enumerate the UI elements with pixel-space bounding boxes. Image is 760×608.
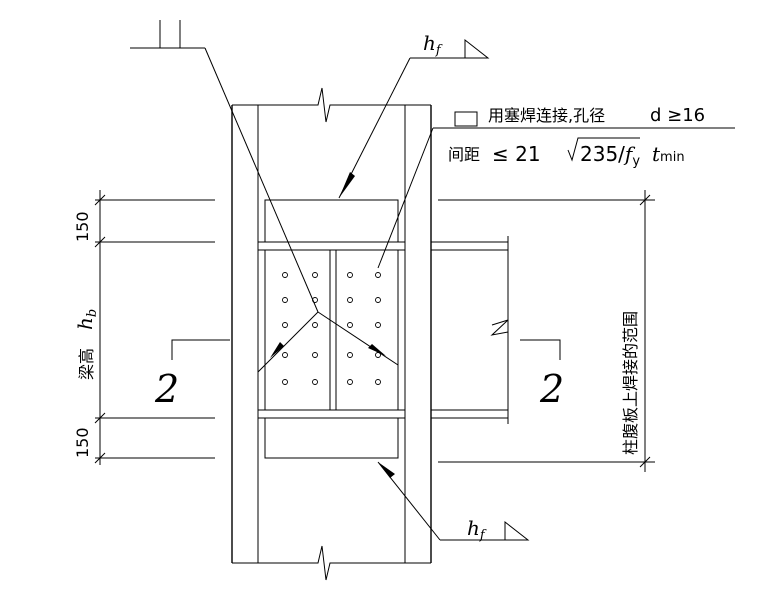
plug-weld-hole: [312, 272, 318, 278]
svg-text:tmin: tmin: [652, 142, 685, 166]
plug-weld-hole: [375, 272, 381, 278]
column-outline: [231, 87, 432, 581]
annotations: hf hf 用塞焊连接,孔径 d ≥16 间距 ≤ 21 235/fy tmin…: [73, 31, 705, 543]
plug-weld-hole: [282, 272, 288, 278]
spacing-radicand: 235/: [580, 142, 625, 166]
leader-lines: [204, 47, 735, 541]
upper-beam-stub: [130, 20, 205, 49]
hf-bottom-label: h: [467, 516, 480, 540]
hole-diameter: d ≥16: [650, 105, 705, 126]
spacing-label: 间距: [448, 145, 480, 164]
plug-weld-hole: [282, 379, 288, 385]
svg-text:hf: hf: [423, 31, 443, 58]
plug-weld-hole: [312, 379, 318, 385]
plug-weld-hole: [375, 352, 381, 358]
plug-weld-hole: [282, 322, 288, 328]
plug-weld-hole: [282, 297, 288, 303]
svg-text:235/fy: 235/fy: [580, 142, 640, 169]
right-beam: [431, 236, 509, 424]
plug-weld-hole: [312, 352, 318, 358]
plug-weld-hole: [375, 297, 381, 303]
dimension-lines: [94, 190, 655, 472]
right-vertical-note: 柱腹板上焊接的范围: [621, 311, 640, 455]
plug-weld-hole: [312, 322, 318, 328]
plug-weld-hole: [375, 379, 381, 385]
plug-weld-hole: [347, 297, 353, 303]
plug-weld-hole: [375, 322, 381, 328]
dim-bottom: 150: [73, 427, 92, 458]
section-marks: [171, 339, 561, 360]
dim-top: 150: [73, 211, 92, 242]
fillet-weld-symbols: [464, 38, 530, 541]
plug-weld-hole: [347, 322, 353, 328]
plug-weld-note: 用塞焊连接,孔径: [488, 106, 605, 125]
beam-height-label: 梁高: [77, 348, 96, 380]
plug-weld-holes: [282, 272, 381, 385]
svg-text:hf: hf: [467, 516, 487, 543]
hb-label: h: [73, 317, 97, 330]
hf-top-label: h: [423, 31, 436, 55]
plug-weld-hole: [347, 379, 353, 385]
svg-text:hb: hb: [73, 309, 100, 330]
section-left-label: 2: [154, 367, 179, 411]
spacing-formula: ≤ 21: [492, 142, 541, 166]
panel-zone: [258, 199, 405, 459]
plug-weld-hole: [347, 272, 353, 278]
plug-weld-hole: [347, 352, 353, 358]
plug-weld-hole: [282, 352, 288, 358]
spacing-t: t: [652, 142, 661, 166]
section-right-label: 2: [539, 367, 564, 411]
